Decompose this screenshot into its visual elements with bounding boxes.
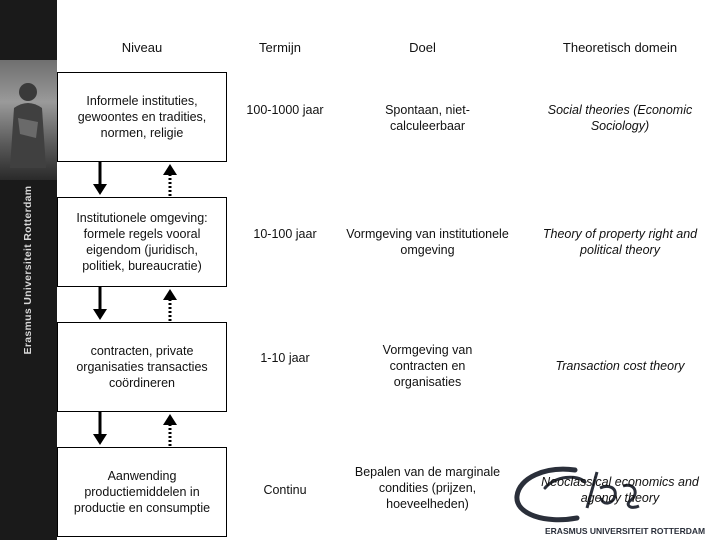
up-arrow-head	[163, 414, 177, 425]
header-niveau: Niveau	[121, 40, 163, 55]
down-arrow-head	[93, 309, 107, 320]
niveau-box-2: Institutionele omgeving: formele regels …	[57, 197, 227, 287]
doel-2: Vormgeving van institutionele omgeving	[346, 227, 509, 257]
niveau-text-3: contracten, private organisaties transac…	[76, 344, 208, 390]
niveau-text-4: Aanwending productiemiddelen in producti…	[73, 469, 211, 515]
statue-figure	[10, 83, 46, 168]
niveau-box-4: Aanwending productiemiddelen in producti…	[57, 447, 227, 537]
arrow-pair-1	[93, 162, 177, 197]
doel-4: Bepalen van de marginale condities (prij…	[354, 465, 501, 511]
header-domein: Theoretisch domein	[562, 40, 678, 55]
arrow-pair-3	[93, 412, 177, 447]
up-arrow-head	[163, 289, 177, 300]
logo-text: ERASMUS UNIVERSITEIT ROTTERDAM	[545, 526, 705, 536]
doel-1: Spontaan, niet-calculeerbaar	[385, 103, 470, 133]
domein-4: Neoclassical economics and agency theory	[541, 475, 699, 505]
down-arrow-head	[93, 434, 107, 445]
termijn-1: 100-1000 jaar	[246, 103, 324, 117]
doel-3: Vormgeving van contracten en organisatie…	[382, 343, 473, 389]
niveau-box-3: contracten, private organisaties transac…	[57, 322, 227, 412]
sidebar: Erasmus Universiteit Rotterdam	[0, 0, 57, 540]
termijn-4: Continu	[263, 483, 307, 497]
termijn-2: 10-100 jaar	[253, 227, 317, 241]
domein-2: Theory of property right and political t…	[542, 227, 698, 257]
up-arrow-head	[163, 164, 177, 175]
niveau-text-2: Institutionele omgeving: formele regels …	[76, 211, 208, 273]
niveau-text-1: Informele instituties, gewoontes en trad…	[77, 94, 207, 140]
header-termijn: Termijn	[259, 40, 301, 55]
down-arrow-head	[93, 184, 107, 195]
university-vertical-label: Erasmus Universiteit Rotterdam	[22, 185, 34, 355]
domein-3: Transaction cost theory	[555, 359, 685, 373]
niveau-box-1: Informele instituties, gewoontes en trad…	[57, 72, 227, 162]
termijn-3: 1-10 jaar	[260, 351, 310, 365]
erasmus-logo: ERASMUS UNIVERSITEIT ROTTERDAM	[514, 466, 705, 536]
statue-photo	[0, 60, 57, 180]
header-doel: Doel	[409, 40, 436, 55]
domein-1: Social theories (Economic Sociology)	[547, 103, 693, 133]
arrow-pair-2	[93, 287, 177, 322]
